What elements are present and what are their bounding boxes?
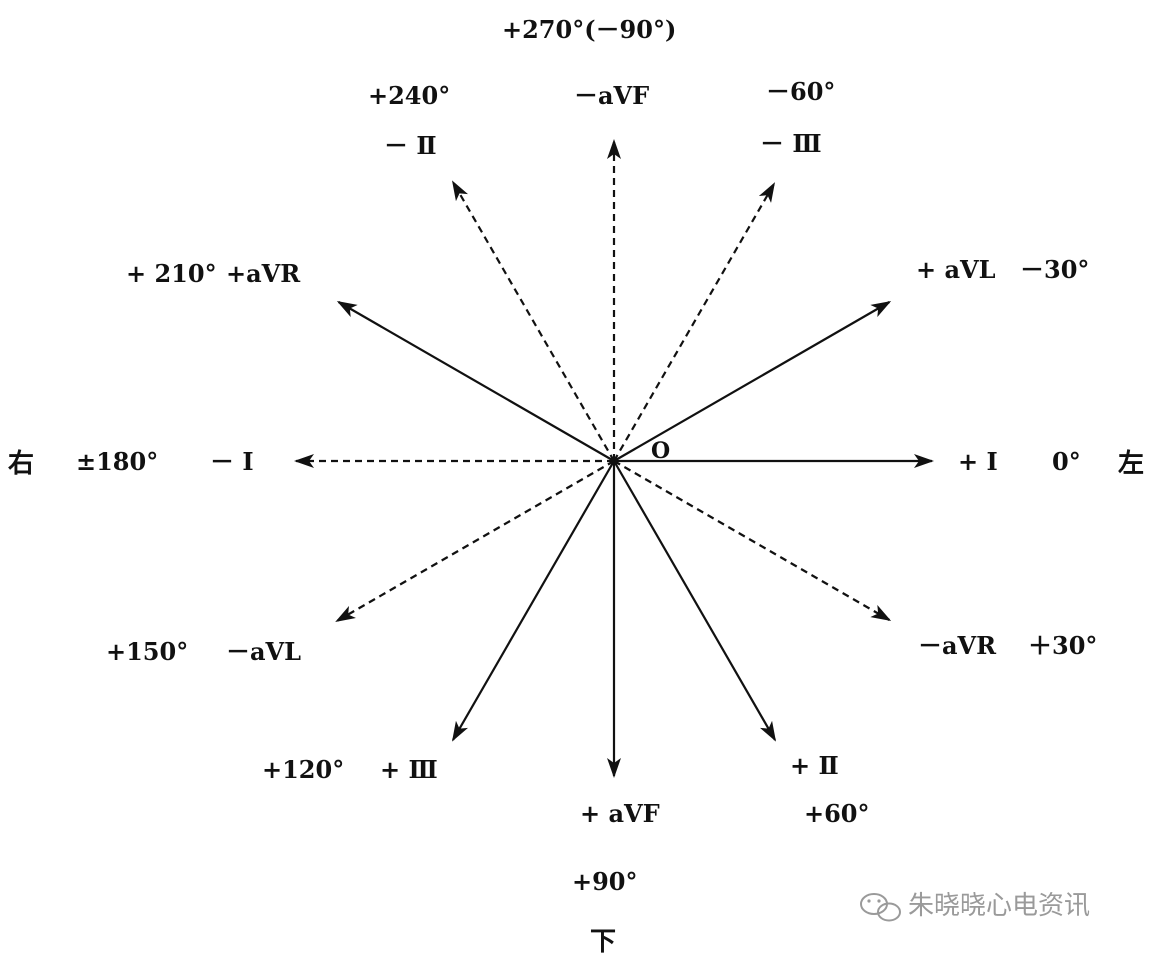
label-lead-i-pos: + Ⅰ (958, 447, 998, 476)
angle-label-210: + 210° (126, 259, 217, 288)
watermark: 朱晓晓心电资讯 (860, 891, 1090, 922)
angle-label-150: +150° (106, 637, 188, 666)
angle-label-180: ±180° (76, 447, 158, 476)
wechat-icon (860, 893, 901, 922)
label-lead-ii-neg: － Ⅱ (384, 131, 437, 160)
axis-arrow-avr-pos (336, 301, 615, 462)
axes-layer (294, 139, 934, 778)
watermark-text: 朱晓晓心电资讯 (908, 891, 1090, 921)
origin-label: O (651, 438, 670, 464)
axis-arrow-avr-neg (613, 460, 892, 621)
label-avr-neg: －aVR (918, 631, 997, 660)
angle-label-240: +240° (368, 81, 450, 110)
angle-label-300: －60° (766, 77, 835, 106)
direction-label-down: 下 (590, 927, 616, 957)
label-lead-iii-neg: － Ⅲ (760, 129, 822, 158)
angle-label-90: +90° (572, 867, 638, 896)
label-lead-iii-pos: + Ⅲ (380, 755, 438, 784)
axis-arrow-lead-ii-neg (452, 180, 615, 462)
axis-arrow-lead-ii-pos (613, 460, 776, 742)
angle-label-120: +120° (262, 755, 344, 784)
label-avf-neg: －aVF (574, 81, 649, 110)
origin-point (610, 457, 618, 465)
angle-label-330: －30° (1020, 255, 1089, 284)
direction-label-right: 右 (8, 449, 34, 479)
direction-label-left: 左 (1118, 449, 1144, 479)
label-lead-ii-pos: + Ⅱ (790, 751, 839, 780)
angle-label-30: ＋30° (1028, 631, 1097, 660)
angle-label-0: 0° (1052, 447, 1081, 476)
angle-label-270: +270°(－90°) (502, 15, 676, 44)
axis-arrow-lead-iii-pos (452, 460, 615, 742)
label-avl-neg: －aVL (226, 637, 301, 666)
axis-arrow-avl-neg (335, 460, 615, 623)
label-avf-pos: + aVF (580, 799, 660, 828)
axis-arrow-avl-pos (613, 301, 892, 462)
label-avr-pos: +aVR (226, 259, 301, 288)
axis-arrow-lead-iii-neg (613, 182, 776, 462)
label-avl-pos: + aVL (916, 255, 996, 284)
label-lead-i-neg: － Ⅰ (210, 447, 254, 476)
angle-label-60: +60° (804, 799, 870, 828)
